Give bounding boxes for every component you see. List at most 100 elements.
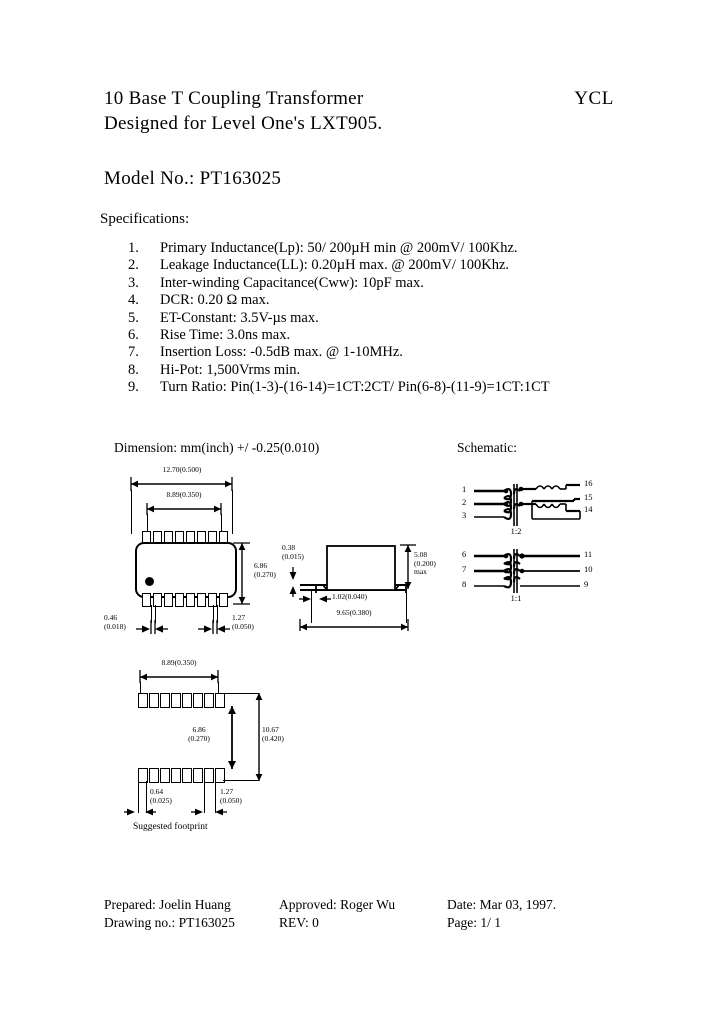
- spec-text: ET-Constant: 3.5V-µs max.: [160, 309, 319, 326]
- spec-number: 7.: [128, 344, 139, 361]
- pin-width-label: 0.46 (0.018): [104, 613, 126, 631]
- schematic-pin-1: 1: [462, 484, 467, 494]
- pad: [182, 693, 192, 708]
- ext-line: [213, 605, 215, 623]
- spec-text: Rise Time: 3.0ns max.: [160, 327, 291, 344]
- schematic-pin-14: 14: [584, 504, 593, 514]
- page-title-line2: Designed for Level One's LXT905.: [104, 113, 383, 134]
- schematic-pin-11: 11: [584, 549, 593, 559]
- ext-line: [217, 605, 219, 623]
- pin-pitch-value: 1.27: [232, 613, 246, 622]
- footprint-outer-gap-dimension: [255, 693, 263, 781]
- list-item: 7. Insertion Loss: -0.5dB max. @ 1-10MHz…: [120, 344, 620, 361]
- outer-gap-value: 10.67: [262, 725, 279, 734]
- spec-number: 4.: [128, 292, 139, 309]
- body-height-inch: (0.270): [254, 569, 276, 579]
- pin-span-label: 8.89(0.350): [166, 490, 202, 499]
- foot-length-arrows: [299, 595, 331, 603]
- pad-pitch-inch: (0.050): [220, 795, 242, 805]
- footer-prepared-block: Prepared: Joelin Huang Drawing no.: PT16…: [104, 896, 279, 932]
- ext-line: [223, 780, 259, 782]
- ext-line: [140, 682, 142, 694]
- pin: [208, 593, 217, 607]
- pad: [138, 693, 148, 708]
- turns-ratio-top: 1:2: [510, 526, 522, 536]
- inner-gap-value: 6.86: [192, 725, 206, 734]
- body-height-dimension: [233, 542, 250, 605]
- schematic-caption: Schematic:: [457, 440, 517, 455]
- spec-number: 1.: [128, 240, 139, 256]
- lead-thickness-value: 0.38: [282, 543, 296, 552]
- overall-length-dimension: [299, 619, 409, 631]
- ext-line: [138, 781, 140, 813]
- pin-span-dimension: [146, 503, 222, 515]
- side-height-value: 5.08: [414, 550, 428, 559]
- approved-by: Approved: Roger Wu: [279, 897, 396, 912]
- list-item: 3. Inter-winding Capacitance(Cww): 10pF …: [120, 275, 620, 292]
- schematic-pin-16: 16: [584, 478, 593, 488]
- list-item: 6. Rise Time: 3.0ns max.: [120, 327, 620, 344]
- lead-thickness-inch: (0.015): [282, 551, 304, 561]
- pin: [153, 593, 162, 607]
- footprint-inner-gap-label: 6.86 (0.270): [176, 725, 222, 743]
- schematic-pin-9: 9: [584, 579, 589, 589]
- schematic-pin-7: 7: [462, 564, 467, 574]
- pad: [193, 693, 203, 708]
- pin-pitch-inch: (0.050): [232, 621, 254, 631]
- lead-thickness-label: 0.38 (0.015): [282, 543, 304, 561]
- side-height-dimension: [400, 544, 416, 589]
- ext-line: [151, 605, 153, 623]
- pad-pitch-label: 1.27 (0.050): [220, 787, 242, 805]
- footprint-span-dimension: [139, 670, 219, 683]
- lead-thickness-arrows: [289, 567, 297, 597]
- list-item: 9. Turn Ratio: Pin(1-3)-(16-14)=1CT:2CT/…: [120, 379, 620, 396]
- footprint-span-label: 8.89(0.350): [161, 658, 197, 667]
- schematic-pin-6: 6: [462, 549, 467, 559]
- pad: [204, 693, 214, 708]
- document-footer: Prepared: Joelin Huang Drawing no.: PT16…: [104, 896, 624, 932]
- overall-length-label: 9.65(0.380): [336, 608, 372, 617]
- turns-ratio-bottom: 1:1: [510, 593, 522, 603]
- ext-line: [147, 514, 149, 532]
- spec-number: 8.: [128, 361, 139, 378]
- spec-number: 5.: [128, 309, 139, 326]
- pad-width-value: 0.64: [150, 787, 164, 796]
- pin: [219, 593, 228, 607]
- pad: [160, 693, 170, 708]
- pin-width-value: 0.46: [104, 613, 118, 622]
- ext-line: [155, 605, 157, 623]
- footer-date-block: Date: Mar 03, 1997. Page: 1/ 1: [447, 896, 624, 932]
- package-side-profile: [315, 545, 407, 593]
- foot-length-label: 1.02(0.040): [332, 592, 367, 601]
- pin: [142, 593, 151, 607]
- company-logo-text: YCL: [574, 88, 614, 109]
- schematic-pin-15: 15: [584, 492, 593, 502]
- pin-one-marker-dot: [145, 577, 154, 586]
- pin-width-inch: (0.018): [104, 621, 126, 631]
- specifications-heading: Specifications:: [100, 211, 190, 227]
- schematic-pin-10: 10: [584, 564, 593, 574]
- ext-line: [131, 490, 133, 534]
- revision: REV: 0: [279, 915, 319, 930]
- spec-number: 9.: [128, 379, 139, 396]
- pad-width-arrows: [124, 808, 156, 816]
- list-item: 4. DCR: 0.20 Ω max.: [120, 292, 620, 309]
- prepared-by: Prepared: Joelin Huang: [104, 897, 231, 912]
- ext-line: [221, 514, 223, 532]
- pin-pitch-label: 1.27 (0.050): [232, 613, 254, 631]
- schematic-pin-2: 2: [462, 497, 467, 507]
- footprint-outer-gap-label: 10.67 (0.420): [262, 725, 284, 743]
- pin-width-arrows: [136, 620, 168, 634]
- pin: [164, 593, 173, 607]
- pad: [215, 693, 225, 708]
- side-height-inch: (0.200): [414, 558, 436, 568]
- spec-text: Insertion Loss: -0.5dB max. @ 1-10MHz.: [160, 344, 403, 361]
- schematic-svg: [474, 483, 581, 593]
- ext-line: [311, 589, 313, 623]
- document-header: 10 Base T Coupling Transformer YCL Desig…: [104, 88, 624, 135]
- schematic-drawing: 1 2 3 16 15 14 1:2 6 7 8 11 10 9 1:1: [462, 478, 602, 618]
- pad: [215, 768, 225, 783]
- pin: [175, 593, 184, 607]
- footer-approved-block: Approved: Roger Wu REV: 0: [279, 896, 447, 932]
- pad: [138, 768, 148, 783]
